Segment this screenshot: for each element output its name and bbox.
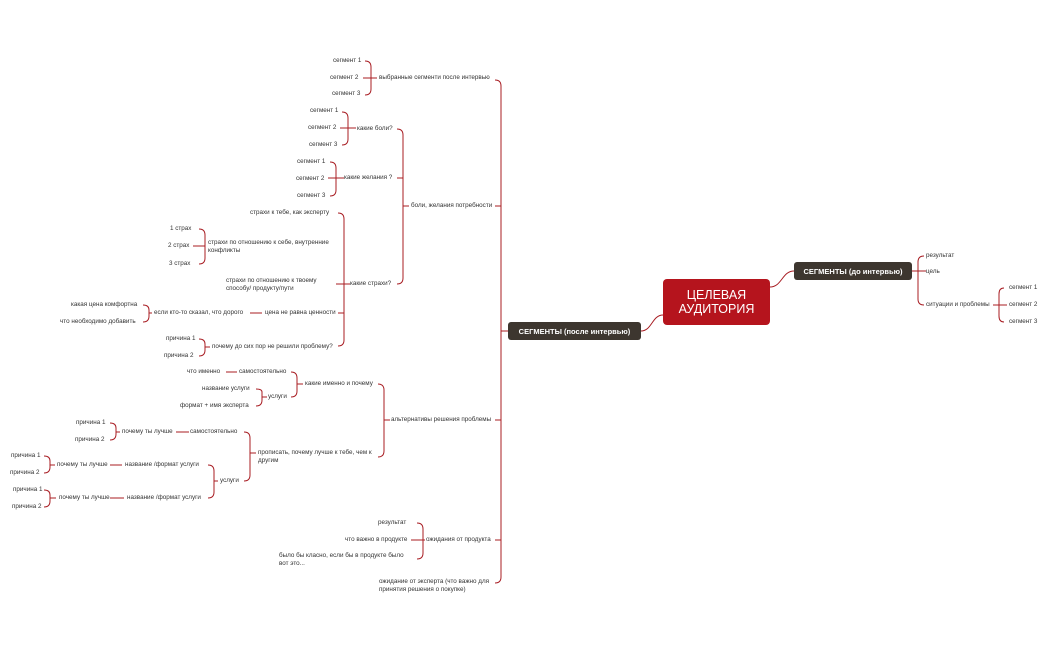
chosen-segment-2: сегмент 2 [330, 74, 359, 81]
alt-services-label: услуги [268, 393, 287, 400]
why-not-solved-label: почему до сих пор не решили проблему? [212, 343, 333, 350]
right-segment-2: сегмент 2 [1009, 301, 1038, 308]
connector [43, 455, 55, 474]
why-not-reason-2: причина 2 [164, 352, 194, 359]
connector [396, 128, 409, 285]
connector [340, 111, 356, 146]
expect-result-label: результат [378, 519, 407, 526]
connector [193, 228, 206, 265]
alt-self2-label: самостоятельно [190, 428, 238, 435]
connector [109, 422, 120, 441]
connector [494, 79, 502, 584]
fear-3: 3 страх [169, 260, 191, 267]
pains-segment-1: сегмент 1 [310, 107, 339, 114]
chosen-segments-label: выбранные сегменти после интервью [379, 74, 490, 81]
price-value-label: цена не равна ценности [265, 309, 336, 316]
root-node[interactable]: ЦЕЛЕВАЯ АУДИТОРИЯ [663, 279, 770, 325]
connector [495, 205, 501, 541]
service-format-1-label: название /формат услуги [125, 461, 199, 468]
connector [43, 489, 56, 508]
connector [110, 464, 124, 499]
fear-2: 2 страх [168, 242, 190, 249]
connector [142, 304, 262, 323]
expectations-label: ожидания от продукта [426, 536, 491, 543]
why-better-1-reason-1: причина 1 [76, 419, 106, 426]
fear-1: 1 страх [170, 225, 192, 232]
expensive-label: если кто-то сказал, что дорого [154, 309, 244, 316]
what-pains-label: какие боли? [357, 125, 393, 132]
alt-self-label: самостоятельно [239, 368, 287, 375]
pains-label: боли, желания потребности [411, 202, 493, 209]
expect-would-be-label: было бы класно, если бы в продукте было … [279, 552, 404, 567]
why-better-1-reason-2: причина 2 [75, 436, 105, 443]
why-better-2-label: почему ты лучше [57, 461, 108, 468]
pains-segment-2: сегмент 2 [308, 124, 337, 131]
why-better-2-reason-1: причина 1 [11, 452, 41, 459]
pains-segment-3: сегмент 3 [309, 141, 338, 148]
why-not-reason-1: причина 1 [166, 335, 196, 342]
connector [336, 212, 350, 347]
right-segment-1: сегмент 1 [1009, 284, 1038, 291]
connector [207, 464, 218, 499]
right-result-label: результат [926, 252, 955, 259]
chosen-segment-3: сегмент 3 [332, 90, 361, 97]
connector [917, 255, 926, 306]
connector [243, 431, 256, 482]
why-better-3-reason-1: причина 1 [13, 486, 43, 493]
add-what-label: что необходимо добавить [60, 318, 136, 325]
explain-better-label: прописать, почему лучше к тебе, чем к др… [258, 449, 372, 464]
why-better-2-reason-2: причина 2 [10, 469, 40, 476]
wishes-segment-2: сегмент 2 [296, 175, 325, 182]
why-better-3-label: почему ты лучше [59, 494, 110, 501]
connector [640, 314, 664, 332]
fear-expert-label: страхи к тебе, как эксперту [250, 209, 330, 216]
what-fears-label: какие страхи? [350, 280, 392, 287]
fear-self-label: страхи по отношению к себе, внутренние к… [208, 239, 329, 254]
wishes-segment-1: сегмент 1 [297, 158, 326, 165]
segments-before-node[interactable]: СЕГМЕНТЫ (до интервью) [794, 262, 912, 280]
wishes-segment-3: сегмент 3 [297, 192, 326, 199]
alt-format-expert-label: формат + имя эксперта [180, 402, 249, 409]
comfort-price-label: какая цена комфортна [71, 301, 138, 308]
connector [328, 161, 344, 197]
connector [993, 287, 1007, 323]
expect-important-label: что важно в продукте [345, 536, 408, 543]
which-and-why-label: какие именно и почему [305, 380, 373, 387]
alt-service-name-label: название услуги [202, 385, 250, 392]
right-segment-3: сегмент 3 [1009, 318, 1038, 325]
connector [255, 388, 267, 407]
connector [769, 270, 795, 288]
fear-method-label: страхи по отношению к твоему способу/ пр… [226, 277, 317, 292]
connector [290, 371, 303, 398]
why-better-1-label: почему ты лучше [122, 428, 173, 435]
why-better-3-reason-2: причина 2 [12, 503, 42, 510]
right-situations-label: ситуации и проблемы [926, 301, 990, 308]
connector [411, 522, 425, 560]
segments-after-node[interactable]: СЕГМЕНТЫ (после интервью) [508, 322, 641, 340]
connector [363, 60, 372, 96]
what-wishes-label: какие желания ? [344, 174, 393, 181]
connector [377, 383, 390, 458]
alt-what-exactly-label: что именно [187, 368, 221, 375]
alternatives-label: альтернативы решения проблемы [391, 416, 492, 423]
connector [198, 338, 210, 357]
right-goal-label: цель [926, 268, 940, 275]
chosen-segment-1: сегмент 1 [333, 57, 362, 64]
alt-services2-label: услуги [220, 477, 239, 484]
service-format-2-label: название /формат услуги [127, 494, 201, 501]
expect-expert-label: ожидание от эксперта (что важно для прин… [379, 578, 490, 593]
